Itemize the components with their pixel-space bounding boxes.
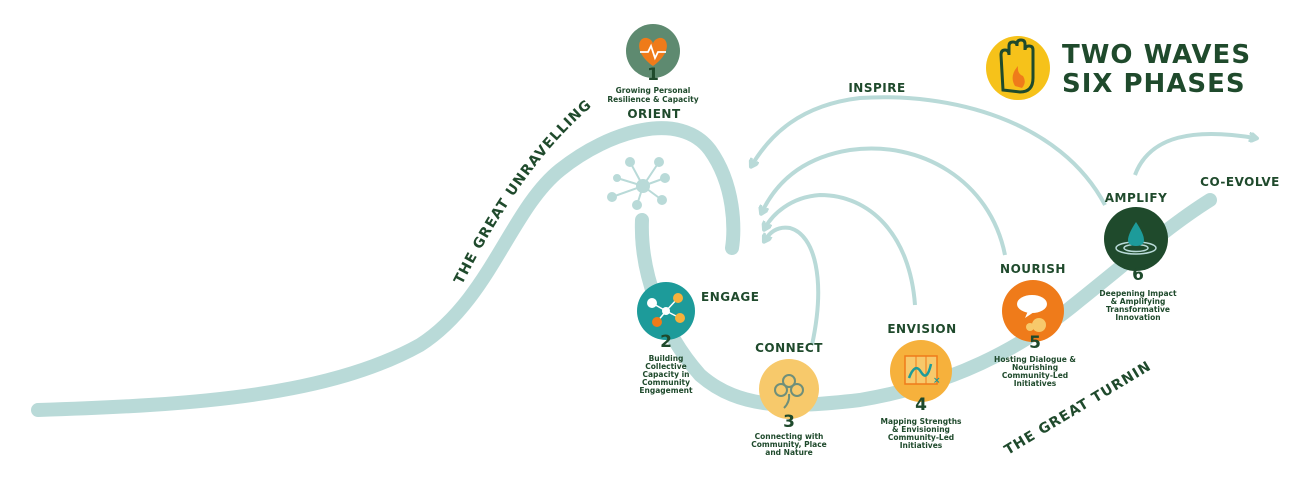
- phase-3-circle: [759, 359, 819, 419]
- title-line-1: TWO WAVES: [1062, 40, 1251, 70]
- phase-4-number: 4: [915, 395, 927, 415]
- phase-4-desc-line-1: Mapping Strengths: [880, 417, 962, 426]
- phase-3-label: CONNECT: [755, 341, 823, 355]
- phase-2-desc-line-1: Building: [649, 354, 684, 363]
- phase-6-desc-line-2: & Amplifying: [1111, 297, 1166, 306]
- svg-text:×: ×: [933, 376, 941, 386]
- envision-return-arrow: [765, 192, 917, 306]
- phase-6-desc-line-3: Transformative: [1106, 305, 1170, 314]
- phase-4-envision: × 4 Mapping Strengths & Envisioning Comm…: [880, 322, 962, 450]
- phase-4-desc-line-4: Initiatives: [900, 441, 943, 450]
- phase-2-desc-line-5: Engagement: [639, 386, 693, 395]
- main-wave-curve: [31, 121, 741, 417]
- phase-4-label: ENVISION: [887, 322, 956, 336]
- speech-bubble-icon: [1017, 295, 1047, 332]
- phase-1-desc-line-1: Growing Personal: [616, 86, 691, 95]
- phase-5-nourish: 5 Hosting Dialogue & Nourishing Communit…: [994, 262, 1076, 388]
- phase-6-label: AMPLIFY: [1105, 191, 1168, 205]
- flame-icon: [1012, 66, 1025, 88]
- coevolve-label: CO-EVOLVE: [1200, 175, 1280, 189]
- phase-2-desc-line-4: Community: [642, 378, 690, 387]
- phase-2-label: ENGAGE: [701, 290, 759, 304]
- phase-6-number: 6: [1132, 265, 1144, 285]
- nourish-return-arrow: [762, 146, 1007, 256]
- water-drop-icon: [1115, 222, 1157, 255]
- phase-3-desc-line-2: Community, Place: [751, 440, 827, 449]
- phase-5-desc-line-3: Community-Led: [1002, 371, 1068, 380]
- title-line-2: SIX PHASES: [1062, 69, 1246, 99]
- network-people-icon: [647, 293, 685, 327]
- logo: [986, 36, 1050, 100]
- phase-3-desc-line-3: and Nature: [765, 448, 812, 457]
- phase-6-desc-line-1: Deepening Impact: [1099, 289, 1177, 298]
- phase-4-desc-line-3: Community-Led: [888, 433, 954, 442]
- phase-1-desc-line-2: Resilience & Capacity: [607, 95, 698, 104]
- phase-5-desc-line-4: Initiatives: [1014, 379, 1057, 388]
- phase-5-number: 5: [1029, 333, 1041, 353]
- coevolve-arrow: [1133, 131, 1255, 176]
- phase-4-desc-line-2: & Envisioning: [892, 425, 950, 434]
- phase-3-number: 3: [783, 412, 795, 432]
- inspire-arrow: [752, 95, 1107, 206]
- phase-2-desc-line-2: Collective: [645, 362, 686, 371]
- phase-5-desc-line-2: Nourishing: [1012, 363, 1058, 372]
- great-turning-label: THE GREAT TURNING: [0, 0, 1153, 459]
- phase-6-amplify: 6 Deepening Impact & Amplifying Transfor…: [1099, 191, 1177, 322]
- phase-2-desc-line-3: Capacity in: [642, 370, 689, 379]
- phase-1-number: 1: [647, 65, 659, 85]
- phase-6-desc-line-4: Innovation: [1115, 313, 1160, 322]
- network-icon: [607, 157, 670, 210]
- phase-1-label: ORIENT: [627, 107, 681, 121]
- clover-icon: [774, 374, 804, 409]
- hand-icon: [999, 38, 1035, 94]
- phase-2-number: 2: [660, 332, 672, 352]
- phase-5-desc-line-1: Hosting Dialogue &: [994, 355, 1076, 364]
- phase-3-desc-line-1: Connecting with: [755, 432, 824, 441]
- map-icon: ×: [904, 355, 941, 386]
- phase-5-label: NOURISH: [1000, 262, 1066, 276]
- phase-3-connect: 3 Connecting with Community, Place and N…: [751, 341, 827, 457]
- phase-1-orient: 1 Growing Personal Resilience & Capacity…: [607, 24, 699, 121]
- phase-2-engage: 2 Building Collective Capacity in Commun…: [637, 282, 759, 395]
- connect-return-arrow: [765, 225, 821, 346]
- inspire-label: INSPIRE: [848, 81, 905, 95]
- great-unravelling-label: THE GREAT UNRAVELLING: [451, 97, 595, 287]
